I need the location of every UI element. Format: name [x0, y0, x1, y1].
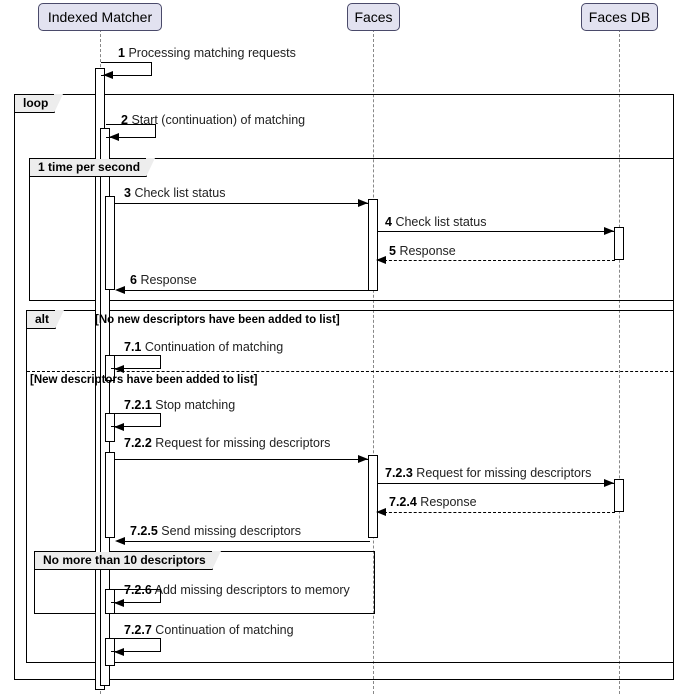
fragment-label-no-more-than-10-descriptors: No more than 10 descriptors: [35, 551, 222, 571]
message-num-5: 5: [389, 244, 396, 258]
message-label-4: 4 Check list status: [385, 215, 486, 229]
message-text-7-2-6: Add missing descriptors to memory: [154, 583, 350, 597]
participant-faces[interactable]: Faces: [347, 3, 400, 31]
message-text-7-2-3: Request for missing descriptors: [416, 466, 592, 480]
message-arrowhead-7-2-5: [115, 536, 125, 545]
message-arrowhead-7-2-7: [114, 647, 124, 656]
lifeline-faces-db: [619, 29, 620, 694]
message-num-7-2-2: 7.2.2: [124, 436, 152, 450]
message-arrowhead-2: [109, 133, 119, 141]
message-text-4: Check list status: [395, 215, 487, 229]
message-label-2: 2 Start (continuation) of matching: [121, 113, 305, 127]
message-text-7-2-7: Continuation of matching: [155, 623, 294, 637]
activation-indexed-matcher-level3: [105, 196, 115, 290]
message-num-7-2-5: 7.2.5: [130, 524, 158, 538]
message-label-7-2-2: 7.2.2 Request for missing descriptors: [124, 436, 330, 450]
alt-guard-2: [New descriptors have been added to list…: [30, 374, 258, 386]
message-label-7-2-4: 7.2.4 Response: [389, 495, 477, 509]
message-label-7-2-3: 7.2.3 Request for missing descriptors: [385, 466, 591, 480]
message-num-7-2-1: 7.2.1: [124, 398, 152, 412]
message-arrowhead-7-2-1: [114, 422, 124, 431]
message-line-6: [118, 290, 370, 291]
message-line-7-2-3: [378, 483, 615, 484]
fragment-label-one-time-per-second: 1 time per second: [30, 158, 157, 178]
message-num-7-2-4: 7.2.4: [389, 495, 417, 509]
message-label-7-1: 7.1 Continuation of matching: [124, 340, 283, 354]
message-arrowhead-7-2-6: [114, 598, 124, 607]
message-num-1: 1: [118, 46, 125, 60]
message-text-5: Response: [399, 244, 456, 258]
activation-faces-db-check-list: [614, 227, 624, 260]
message-num-7-2-3: 7.2.3: [385, 466, 413, 480]
message-line-7-2-5: [118, 541, 370, 542]
message-arrowhead-1: [103, 71, 113, 79]
message-self-1: [101, 62, 152, 76]
participant-faces-db[interactable]: Faces DB: [581, 3, 658, 31]
message-text-7-2-5: Send missing descriptors: [161, 524, 301, 538]
message-self-7-2-6: [111, 589, 161, 603]
alt-branch-divider: [27, 371, 673, 372]
message-num-6: 6: [130, 273, 137, 287]
message-text-7-2-1: Stop matching: [155, 398, 236, 412]
message-num-2: 2: [121, 113, 128, 127]
message-label-7-2-1: 7.2.1 Stop matching: [124, 398, 235, 412]
message-arrowhead-4: [604, 226, 614, 235]
message-text-3: Check list status: [134, 186, 226, 200]
activation-faces-check-list: [368, 199, 378, 291]
message-self-7-2-7: [111, 638, 161, 652]
activation-faces-db-missing-descriptors: [614, 479, 624, 512]
message-arrowhead-7-2-2: [358, 454, 368, 463]
message-arrowhead-5: [376, 255, 386, 264]
activation-indexed-matcher-level3d: [105, 452, 115, 538]
message-line-7-2-4: [379, 512, 615, 513]
fragment-one-time-per-second: [29, 158, 674, 301]
fragment-no-more-than-10-descriptors: [34, 551, 375, 614]
lifeline-faces: [373, 29, 374, 694]
message-text-7-1: Continuation of matching: [144, 340, 284, 354]
message-self-7-1: [111, 355, 161, 369]
message-self-7-2-1: [111, 413, 161, 427]
alt-guard-1: [No new descriptors have been added to l…: [95, 314, 340, 326]
message-label-6: 6 Response: [130, 273, 197, 287]
message-line-7-2-2: [115, 459, 369, 460]
message-num-4: 4: [385, 215, 392, 229]
message-line-5: [379, 260, 615, 261]
message-text-2: Start (continuation) of matching: [131, 113, 306, 127]
message-text-1: Processing matching requests: [128, 46, 296, 60]
message-num-7-2-7: 7.2.7: [124, 623, 152, 637]
message-label-3: 3 Check list status: [124, 186, 225, 200]
activation-indexed-matcher-level2: [100, 128, 110, 686]
message-label-1: 1 Processing matching requests: [118, 46, 296, 60]
activation-faces-missing-descriptors: [368, 455, 378, 538]
message-arrowhead-6: [115, 285, 125, 294]
message-num-3: 3: [124, 186, 131, 200]
message-arrowhead-7-2-3: [604, 478, 614, 487]
message-arrowhead-7-1: [114, 364, 124, 373]
message-label-7-2-7: 7.2.7 Continuation of matching: [124, 623, 294, 637]
message-num-7-2-6: 7.2.6: [124, 583, 152, 597]
message-arrowhead-7-2-4: [376, 507, 386, 516]
message-line-4: [378, 231, 615, 232]
message-self-2: [106, 124, 156, 138]
message-text-6: Response: [140, 273, 197, 287]
message-line-3: [115, 203, 369, 204]
message-label-7-2-6: 7.2.6 Add missing descriptors to memory: [124, 583, 350, 597]
message-arrowhead-3: [358, 198, 368, 207]
fragment-label-alt: alt: [27, 310, 66, 330]
message-num-7-1: 7.1: [124, 340, 142, 354]
message-text-7-2-2: Request for missing descriptors: [155, 436, 331, 450]
message-label-5: 5 Response: [389, 244, 456, 258]
message-label-7-2-5: 7.2.5 Send missing descriptors: [130, 524, 301, 538]
participant-indexed-matcher[interactable]: Indexed Matcher: [38, 3, 162, 31]
message-text-7-2-4: Response: [420, 495, 477, 509]
fragment-label-loop: loop: [15, 94, 65, 114]
fragment-alt: [26, 310, 674, 663]
